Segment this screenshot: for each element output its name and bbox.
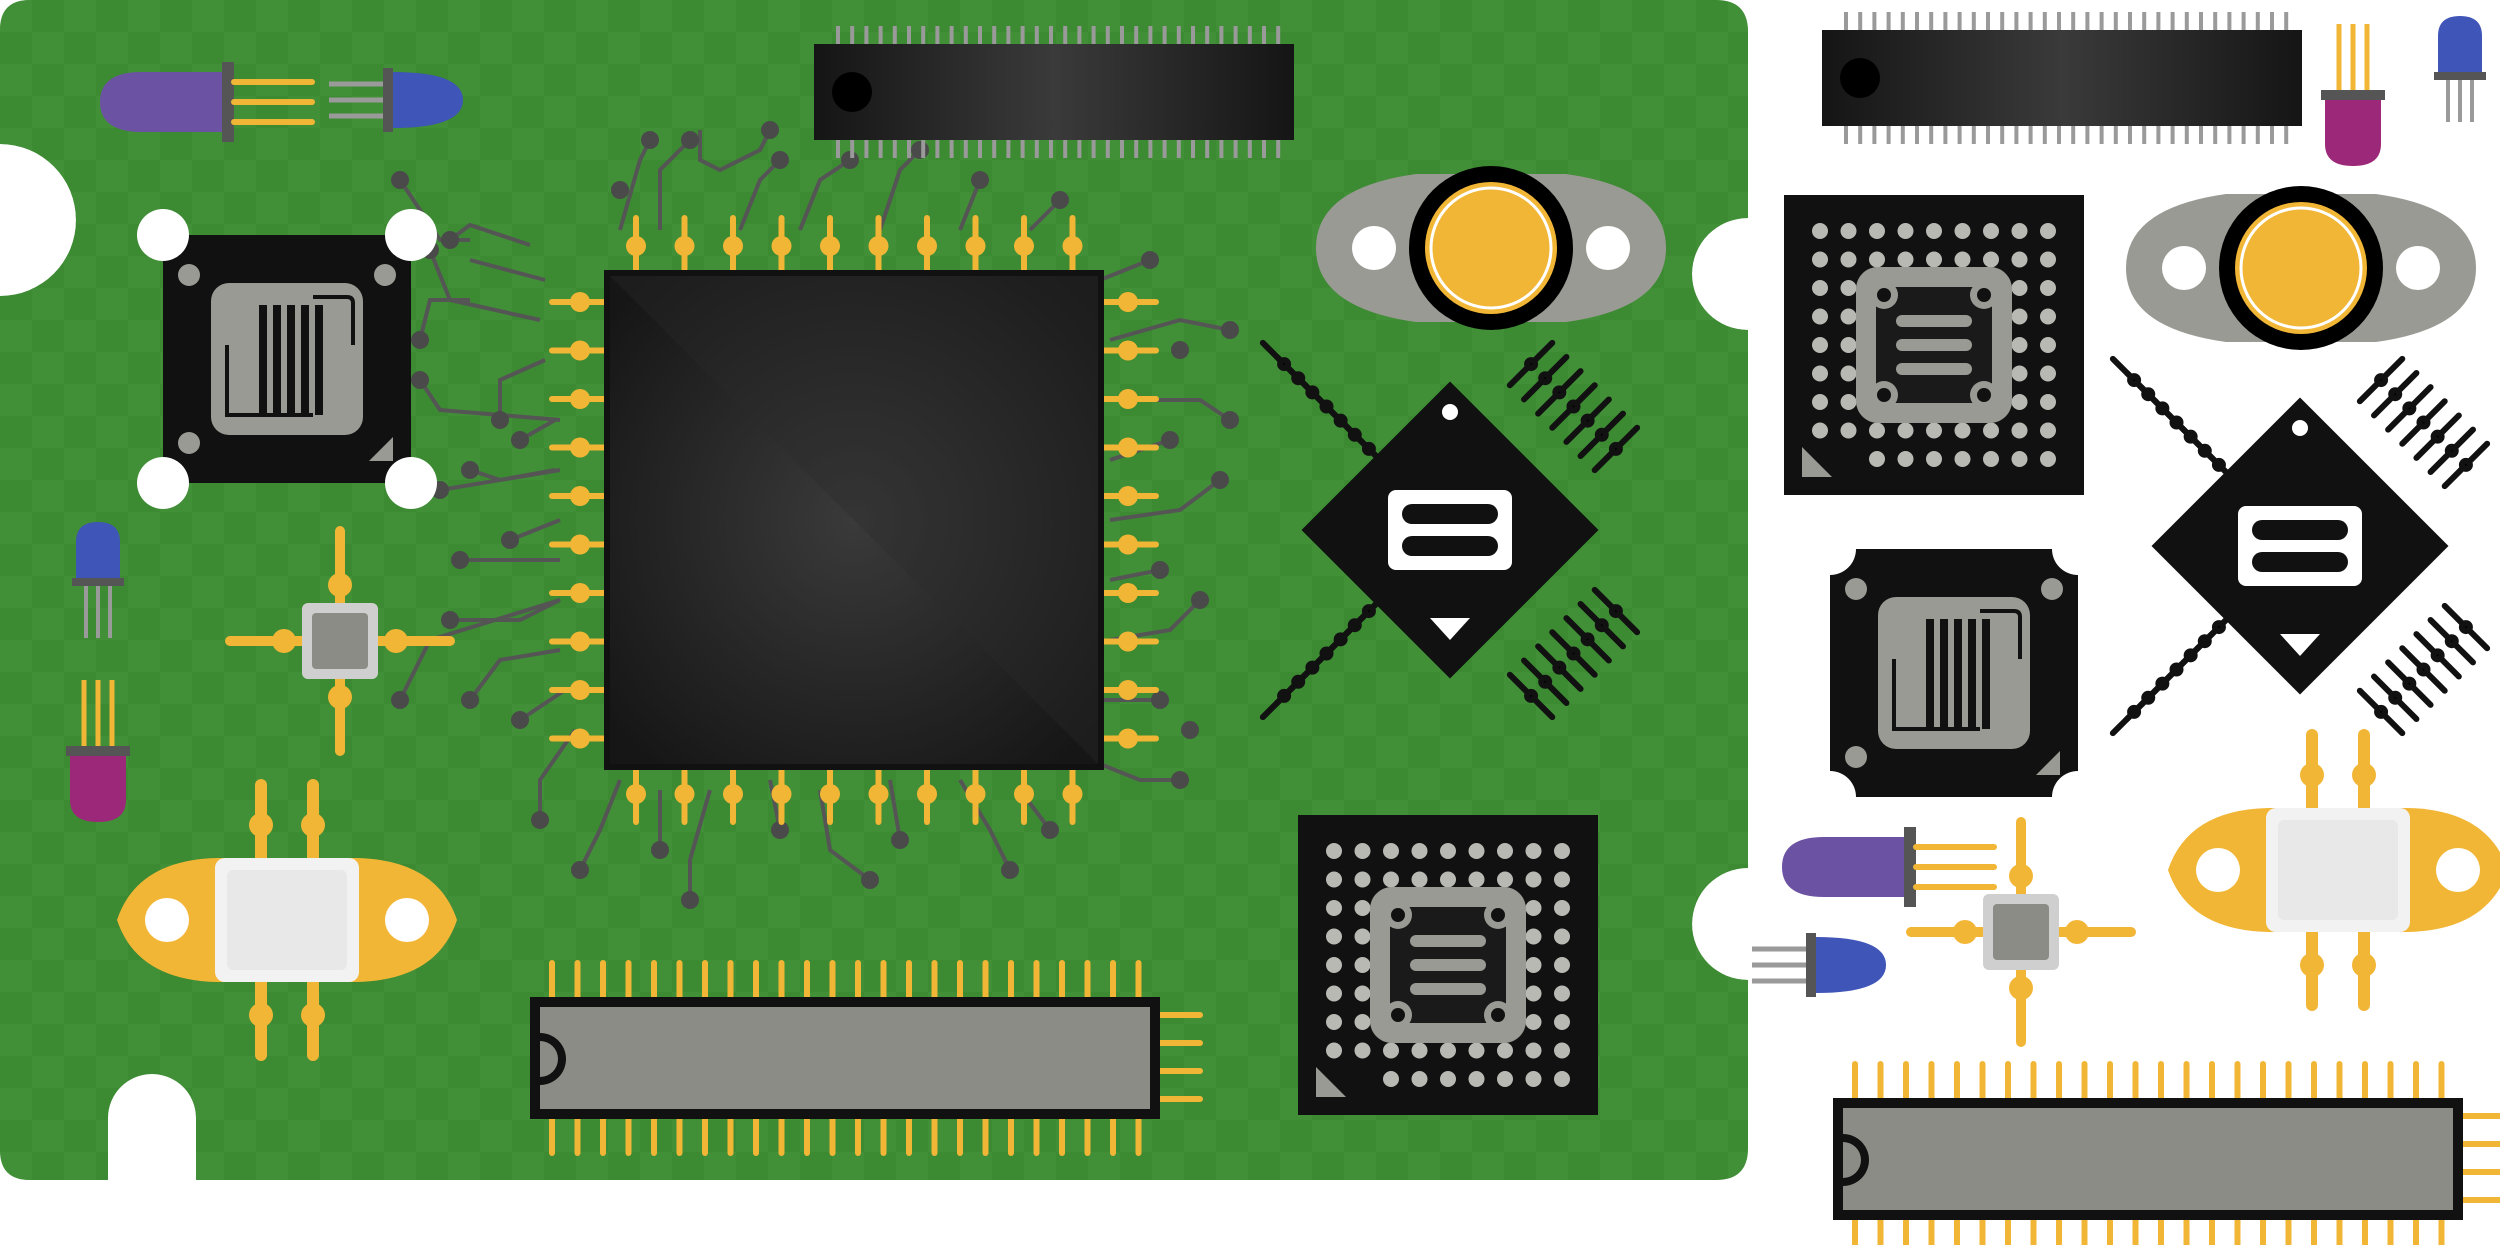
loose-rf-transistor bbox=[2168, 735, 2500, 1005]
board-transistor-can bbox=[1314, 164, 1668, 332]
loose-cross-chip bbox=[1911, 822, 2131, 1042]
loose-bga-chip bbox=[1784, 195, 2084, 495]
loose-dip-top bbox=[1822, 12, 2302, 144]
loose-led-purple bbox=[1782, 827, 1994, 907]
loose-sensor-chip bbox=[1802, 521, 2106, 825]
board-diamond-chip bbox=[1263, 343, 1637, 717]
board-bga-chip bbox=[1298, 815, 1598, 1115]
board-led-blue-small bbox=[329, 68, 463, 132]
board-qfp-main bbox=[549, 215, 1159, 825]
loose-led-blue bbox=[2434, 16, 2486, 122]
circuit-vias bbox=[391, 121, 1239, 909]
board-dip-top bbox=[814, 26, 1294, 158]
board-led-blue-vertical bbox=[72, 522, 124, 638]
loose-led-blue-small bbox=[1752, 933, 1886, 997]
loose-diamond-chip bbox=[2113, 359, 2487, 733]
loose-transistor-can bbox=[2124, 184, 2478, 352]
loose-led-magenta bbox=[2321, 24, 2385, 166]
board-led-magenta bbox=[66, 680, 130, 822]
loose-dip-bottom bbox=[1833, 1064, 2500, 1245]
board-sensor-chip bbox=[135, 207, 439, 511]
